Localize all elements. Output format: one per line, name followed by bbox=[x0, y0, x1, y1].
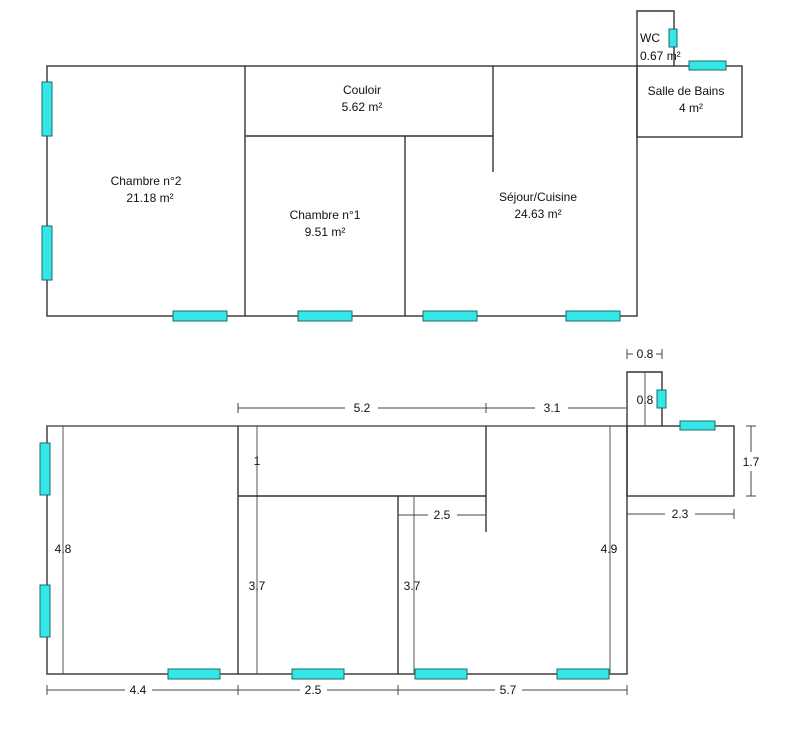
room-label-wc: WC bbox=[640, 31, 660, 45]
dimension-lines bbox=[46, 349, 756, 695]
window bbox=[556, 668, 610, 680]
dim-label-bottom-2-5: 2.5 bbox=[305, 683, 322, 697]
room-label-chambre-2: Chambre n°2 bbox=[111, 174, 182, 188]
dim-label-corridor-offset: 2.5 bbox=[434, 508, 451, 522]
room-area-sejour-cuisine: 24.63 m² bbox=[514, 207, 561, 221]
top-plan-windows bbox=[41, 28, 727, 322]
dim-label-wc-width: 0.8 bbox=[637, 347, 654, 361]
window bbox=[297, 310, 353, 322]
room-area-wc: 0.67 m² bbox=[640, 49, 681, 63]
dim-label-left-height: 4.8 bbox=[55, 542, 72, 556]
dim-label-3-1: 3.1 bbox=[544, 401, 561, 415]
room-area-couloir: 5.62 m² bbox=[342, 100, 383, 114]
dim-label-chambre1-right-height: 3.7 bbox=[404, 579, 421, 593]
window bbox=[291, 668, 345, 680]
window bbox=[39, 584, 51, 638]
dim-label-bottom-4-4: 4.4 bbox=[130, 683, 147, 697]
window bbox=[668, 28, 678, 48]
dim-label-5-2: 5.2 bbox=[354, 401, 371, 415]
window bbox=[414, 668, 468, 680]
bottom-plan-walls bbox=[46, 371, 735, 675]
dim-label-sejour-height: 4.9 bbox=[601, 542, 618, 556]
dimension-labels: 5.2 3.1 0.8 0.8 1 1.7 2.5 2.3 4.8 3.7 3.… bbox=[55, 347, 760, 697]
window bbox=[656, 389, 667, 409]
top-plan-walls bbox=[46, 10, 743, 317]
top-plan-labels: WC 0.67 m² Salle de Bains 4 m² Couloir 5… bbox=[111, 31, 725, 239]
dim-label-chambre1-left-height: 3.7 bbox=[249, 579, 266, 593]
window bbox=[565, 310, 621, 322]
room-label-couloir: Couloir bbox=[343, 83, 381, 97]
dim-label-wc-depth: 0.8 bbox=[637, 393, 654, 407]
top-plan: WC 0.67 m² Salle de Bains 4 m² Couloir 5… bbox=[41, 10, 743, 322]
dim-label-bottom-5-7: 5.7 bbox=[500, 683, 517, 697]
room-label-salle-de-bains: Salle de Bains bbox=[648, 84, 725, 98]
window bbox=[167, 668, 221, 680]
window bbox=[422, 310, 478, 322]
room-label-sejour-cuisine: Séjour/Cuisine bbox=[499, 190, 577, 204]
bottom-plan: 5.2 3.1 0.8 0.8 1 1.7 2.5 2.3 4.8 3.7 3.… bbox=[39, 347, 760, 697]
dim-label-couloir-depth: 1 bbox=[254, 454, 261, 468]
window bbox=[679, 420, 716, 431]
room-area-chambre-1: 9.51 m² bbox=[305, 225, 346, 239]
bathroom-outline bbox=[626, 425, 735, 497]
bottom-plan-windows bbox=[39, 389, 716, 680]
dim-label-bath-width: 2.3 bbox=[672, 507, 689, 521]
window bbox=[39, 442, 51, 496]
window bbox=[688, 60, 727, 71]
room-area-chambre-2: 21.18 m² bbox=[126, 191, 173, 205]
dim-label-bath-depth: 1.7 bbox=[743, 455, 760, 469]
room-area-salle-de-bains: 4 m² bbox=[679, 101, 703, 115]
window bbox=[172, 310, 228, 322]
room-label-chambre-1: Chambre n°1 bbox=[290, 208, 361, 222]
house-outline-outer bbox=[46, 425, 628, 675]
window bbox=[41, 225, 53, 281]
window bbox=[41, 81, 53, 137]
